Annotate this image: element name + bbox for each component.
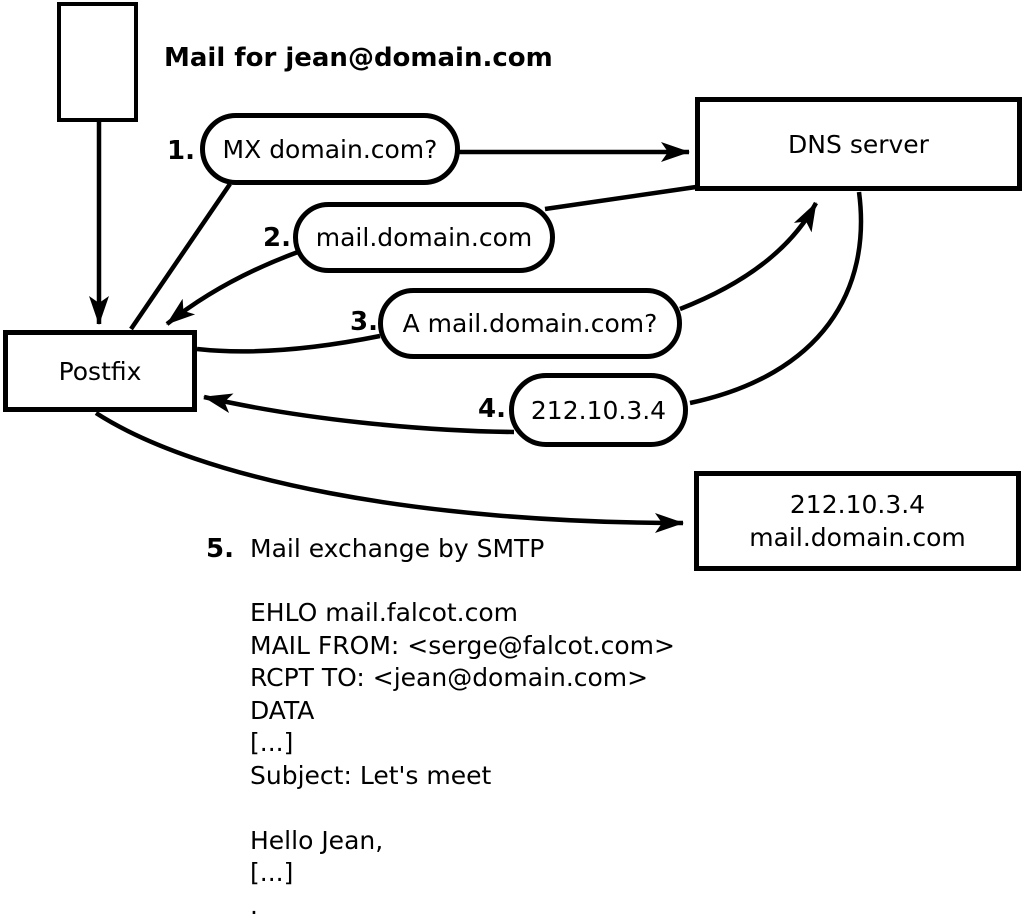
arrow-query3-to-dns: [679, 201, 818, 312]
mail-server-ip: 212.10.3.4: [789, 490, 926, 519]
step-5-number: 5.: [206, 534, 234, 564]
answer-a-label: 212.10.3.4: [530, 395, 667, 425]
step-2-number: 2.: [263, 223, 291, 253]
answer-mx-pill: mail.domain.com: [293, 202, 555, 273]
diagram-title: Mail for jean@domain.com: [164, 43, 553, 73]
postfix-node: Postfix: [3, 330, 197, 412]
query-a-label: A mail.domain.com?: [402, 309, 658, 338]
mail-server-hostname: mail.domain.com: [749, 523, 966, 552]
arrow-answer2-to-postfix: [165, 249, 299, 326]
arrow-postfix-to-mailserver: [94, 411, 684, 533]
line-postfix-to-query1: [129, 182, 232, 331]
line-postfix-to-query3: [196, 333, 381, 354]
step-4-number: 4.: [478, 394, 506, 424]
query-mx-label: MX domain.com?: [222, 134, 438, 164]
query-mx-pill: MX domain.com?: [200, 113, 460, 185]
mail-server-node: 212.10.3.4 mail.domain.com: [694, 471, 1021, 571]
line-dns-to-answer2: [544, 184, 697, 212]
dns-server-node: DNS server: [695, 97, 1022, 191]
smtp-session-text: EHLO mail.falcot.com MAIL FROM: <serge@f…: [250, 598, 675, 919]
dns-server-label: DNS server: [788, 129, 929, 159]
answer-a-pill: 212.10.3.4: [509, 373, 688, 447]
answer-mx-label: mail.domain.com: [315, 223, 533, 252]
mail-message-box: [57, 2, 138, 122]
step-5-label: Mail exchange by SMTP: [250, 534, 545, 563]
query-a-pill: A mail.domain.com?: [378, 288, 682, 359]
postfix-label: Postfix: [58, 356, 142, 386]
step-1-number: 1.: [167, 136, 195, 166]
step-3-number: 3.: [350, 307, 378, 337]
arrow-answer4-to-postfix: [203, 393, 515, 435]
line-dns-to-answer4: [689, 191, 864, 406]
